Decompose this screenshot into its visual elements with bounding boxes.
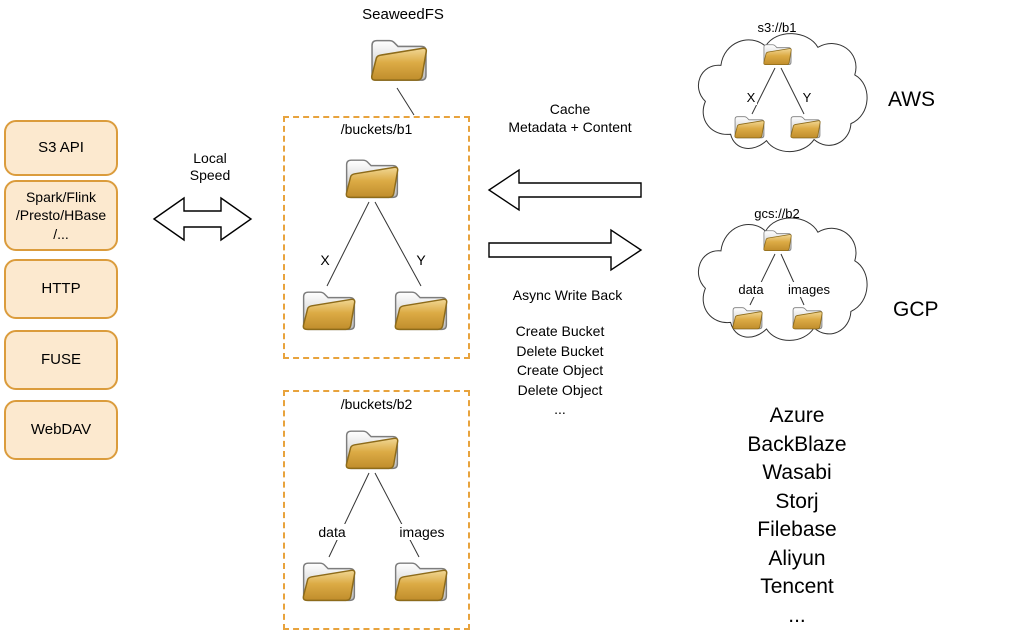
local-bucket-b2-box: [283, 390, 470, 630]
operation-item: Delete Object: [517, 381, 603, 398]
tree-node-label: data: [316, 524, 348, 540]
folder-icon: [762, 40, 793, 67]
cache-label: Cache Metadata + Content: [508, 101, 632, 135]
tree-node-label: Y: [414, 252, 428, 268]
operations-list: Create Bucket Delete Bucket Create Objec…: [480, 322, 640, 420]
gcp-child-data-label: data: [731, 282, 771, 297]
b2-child-data-label: data: [310, 524, 354, 540]
local-speed-label: Local Speed: [189, 150, 231, 183]
bucket-b2-path-label: /buckets/b2: [340, 396, 413, 412]
provider-item: Azure: [769, 404, 825, 427]
aws-child-x-label: X: [740, 90, 762, 105]
gcp-left-branch: [749, 253, 776, 306]
gcp-provider-label: GCP: [893, 298, 939, 321]
local-bucket-b1-box: [283, 116, 470, 359]
protocol-label: WebDAV: [30, 421, 92, 439]
folder-icon: [300, 284, 358, 333]
protocol-box-s3-api: S3 API: [4, 120, 118, 176]
aws-provider-label: AWS: [888, 88, 936, 111]
provider-item: Storj: [775, 489, 819, 513]
tree-node-label: images: [786, 282, 832, 297]
gcp-child-images-label: images: [783, 282, 835, 297]
operation-item: Create Bucket: [515, 323, 605, 339]
other-providers-list: Azure BackBlaze Wasabi Storj Filebase Al…: [697, 402, 897, 630]
provider-item: BackBlaze: [747, 432, 847, 456]
protocol-box-webdav: WebDAV: [4, 400, 118, 460]
folder-icon: [343, 423, 401, 472]
tree-node-label: X: [744, 90, 758, 105]
protocol-box-http: HTTP: [4, 259, 118, 319]
bucket-b1-path-label: /buckets/b1: [340, 121, 413, 137]
folder-icon: [733, 112, 766, 140]
folder-icon: [392, 555, 450, 604]
operation-item: ...: [554, 401, 566, 417]
provider-item: Aliyun: [768, 546, 826, 570]
protocol-label: FUSE: [40, 351, 81, 369]
operation-item: Delete Bucket: [516, 342, 604, 359]
folder-icon: [368, 32, 430, 84]
tree-node-label: images: [397, 524, 447, 540]
gcp-bucket-label: gcs://b2: [754, 206, 800, 221]
protocol-box-fuse: FUSE: [4, 330, 118, 390]
provider-item: ...: [788, 603, 806, 627]
folder-icon: [789, 112, 822, 140]
protocol-box-spark-flink: Spark/Flink /Presto/HBase /...: [4, 180, 118, 251]
tree-node-label: data: [736, 282, 766, 297]
provider-item: Wasabi: [762, 461, 832, 484]
async-write-back-label: Async Write Back: [512, 287, 623, 303]
folder-icon: [300, 555, 358, 604]
aws-child-y-label: Y: [796, 90, 818, 105]
tree-node-label: X: [318, 252, 332, 268]
write-back-arrow: [488, 228, 643, 272]
b1-child-y-label: Y: [407, 252, 435, 268]
protocol-label: HTTP: [41, 280, 81, 298]
seaweedfs-to-b1-line: [396, 87, 415, 116]
folder-icon: [762, 226, 793, 253]
operation-item: Create Object: [516, 362, 604, 378]
seaweedfs-title: SeaweedFS: [362, 6, 444, 23]
gcp-right-branch: [780, 253, 805, 306]
provider-item: Tencent: [760, 575, 834, 598]
bidirectional-arrow: [152, 196, 253, 242]
protocol-label: Spark/Flink /Presto/HBase /...: [15, 189, 107, 242]
folder-icon: [343, 152, 401, 201]
b1-child-x-label: X: [311, 252, 339, 268]
protocol-label: S3 API: [38, 139, 84, 157]
aws-bucket-label: s3://b1: [757, 20, 797, 35]
provider-item: Filebase: [757, 518, 837, 541]
tree-node-label: Y: [800, 90, 814, 105]
b2-child-images-label: images: [396, 524, 448, 540]
folder-icon: [392, 284, 450, 333]
folder-icon: [791, 303, 824, 331]
folder-icon: [731, 303, 764, 331]
cache-arrow: [487, 168, 642, 212]
